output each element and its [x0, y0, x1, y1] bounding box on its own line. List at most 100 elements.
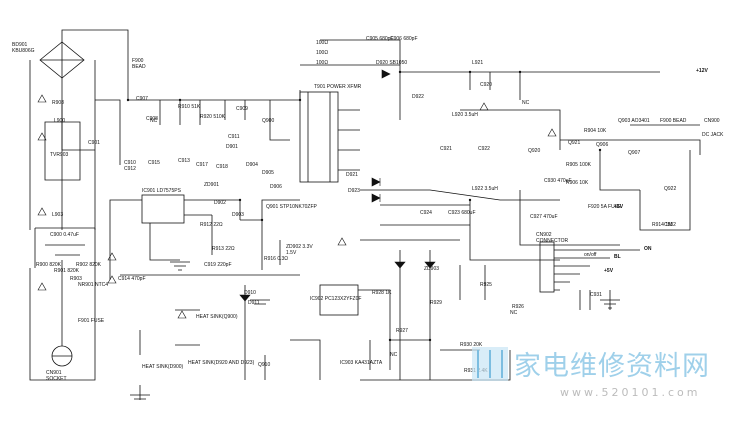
label-on: ON [644, 246, 652, 252]
label-r927: R927 [396, 328, 408, 334]
label-q922: Q922 [664, 186, 677, 192]
label-r910: R910 51K [178, 104, 201, 110]
label-d911: D911 [248, 300, 260, 306]
label-r952: 100Ω [316, 60, 329, 66]
label-connector: CONNECTOR [536, 238, 569, 244]
label-hs1: HEAT SINK(D900) [142, 364, 184, 370]
label-q910: Q910 [258, 362, 271, 368]
label-nc-1: NC [150, 118, 158, 124]
label-r908: R908 [52, 100, 64, 106]
label-q921: Q921 [568, 140, 581, 146]
label-tvr903: TVR903 [50, 152, 69, 158]
label-c924: C924 [420, 210, 432, 216]
label-r905: R905 100K [566, 162, 592, 168]
label-plus12v: +12V [696, 68, 708, 74]
label-r951: 100Ω [316, 50, 329, 56]
label-f900: F900 [132, 58, 144, 64]
label-r901: R901 820K [54, 268, 80, 274]
label-l903: L903 [52, 212, 64, 218]
label-c901: C901 [88, 140, 100, 146]
label-r950: 100Ω [316, 40, 329, 46]
label-plus5v-b: +5V [604, 268, 614, 274]
label-nc-3: NC [390, 352, 398, 358]
label-c921: C921 [440, 146, 452, 152]
label-l922: L922 3.5uH [472, 186, 498, 192]
label-c919: C919 220pF [204, 262, 232, 268]
label-f901: F901 FUSE [78, 318, 105, 324]
watermark-url: www.520101.com [560, 386, 701, 399]
label-r912: R912 22Ω [200, 222, 223, 228]
label-ferrite: F900 BEAD [660, 118, 687, 124]
label-nc-4: NC [510, 310, 518, 316]
label-c922: C922 [478, 146, 490, 152]
label-d910: D910 [244, 290, 256, 296]
label-q901: Q901 STP10NK70ZFP [266, 204, 317, 210]
label-r920: R920 510K [200, 114, 226, 120]
label-d921: D921 [346, 172, 358, 178]
label-l920: L920 3.5uH [452, 112, 478, 118]
label-r904: R904 10K [584, 128, 607, 134]
label-d902: D902 [214, 200, 226, 206]
label-q900: Q900 [262, 118, 275, 124]
label-c909: C909 [236, 106, 248, 112]
label-r913: R913 22Ω [212, 246, 235, 252]
label-cn901: CN901 [46, 370, 62, 376]
label-d906: D906 [270, 184, 282, 190]
label-dc-jack: DC JACK [702, 132, 724, 138]
label-hs2: HEAT SINK(Q900) [196, 314, 238, 320]
label-c932: C932 [664, 222, 676, 228]
label-ic901: IC901 LD7575PS [142, 188, 181, 194]
label-c913: C913 [178, 158, 190, 164]
label-zd903: ZD903 [424, 266, 440, 272]
label-socket: SOCKET [46, 376, 67, 382]
label-r928: R928 1K [372, 290, 392, 296]
label-c930: C930 470uF [544, 178, 572, 184]
label-c906: C906 680pF [390, 36, 418, 42]
label-r929: R929 [430, 300, 442, 306]
label-zd901: ZD901 [204, 182, 220, 188]
label-q907: Q907 [628, 150, 641, 156]
label-c912: C912 [124, 166, 136, 172]
label-c918: C918 [216, 164, 228, 170]
label-c915: C915 [148, 160, 160, 166]
label-d903: D903 [232, 212, 244, 218]
label-c900: C900 0.47uF [50, 232, 79, 238]
label-l921: L921 [472, 60, 484, 66]
label-r925: R925 [480, 282, 492, 288]
label-c910: C910 [124, 160, 136, 166]
label-bl: BL [614, 254, 621, 260]
watermark-brand: 家电维修资料网 [514, 351, 710, 382]
label-c907: C907 [136, 96, 148, 102]
label-t901: T901 POWER XFMR [314, 84, 362, 90]
label-d923: D923 [348, 188, 360, 194]
label-c923: C923 680uF [448, 210, 476, 216]
label-ntc: NR901 NTC4 [78, 282, 109, 288]
label-zd902: ZD902 3.3V [286, 244, 313, 250]
label-d901: D901 [226, 144, 238, 150]
label-ic903: IC903 KA431AZTA [340, 360, 383, 366]
label-r916: R916 0.3Ω [264, 256, 289, 262]
label-bead: BEAD [132, 64, 146, 70]
label-q920: Q920 [528, 148, 541, 154]
label-nc-2: NC [522, 100, 530, 106]
label-d922: D922 [412, 94, 424, 100]
label-1-5v: 1.5V [286, 250, 297, 256]
label-r930: R930 20K [460, 342, 483, 348]
label-r903: R903 [70, 276, 82, 282]
label-c905: C905 680pF [366, 36, 394, 42]
label-r926: R926 [512, 304, 524, 310]
label-hs3: HEAT SINK(D920 AND D923) [188, 360, 255, 366]
label-cn900: CN900 [704, 118, 720, 124]
label-d905: D905 [262, 170, 274, 176]
label-r902: R902 820K [76, 262, 102, 268]
label-d920: D920 SB1050 [376, 60, 408, 66]
label-c927: C927 470uF [530, 214, 558, 220]
label-bd901: BD901 [12, 42, 28, 48]
label-ic902: IC902 PC123X2YFZ0F [310, 296, 362, 302]
label-f920: F920 5A FUSE [588, 204, 622, 210]
label-c914: C914 470pF [118, 276, 146, 282]
label-c911: C911 [228, 134, 240, 140]
label-l900: L900 [54, 118, 66, 124]
label-d904: D904 [246, 162, 258, 168]
